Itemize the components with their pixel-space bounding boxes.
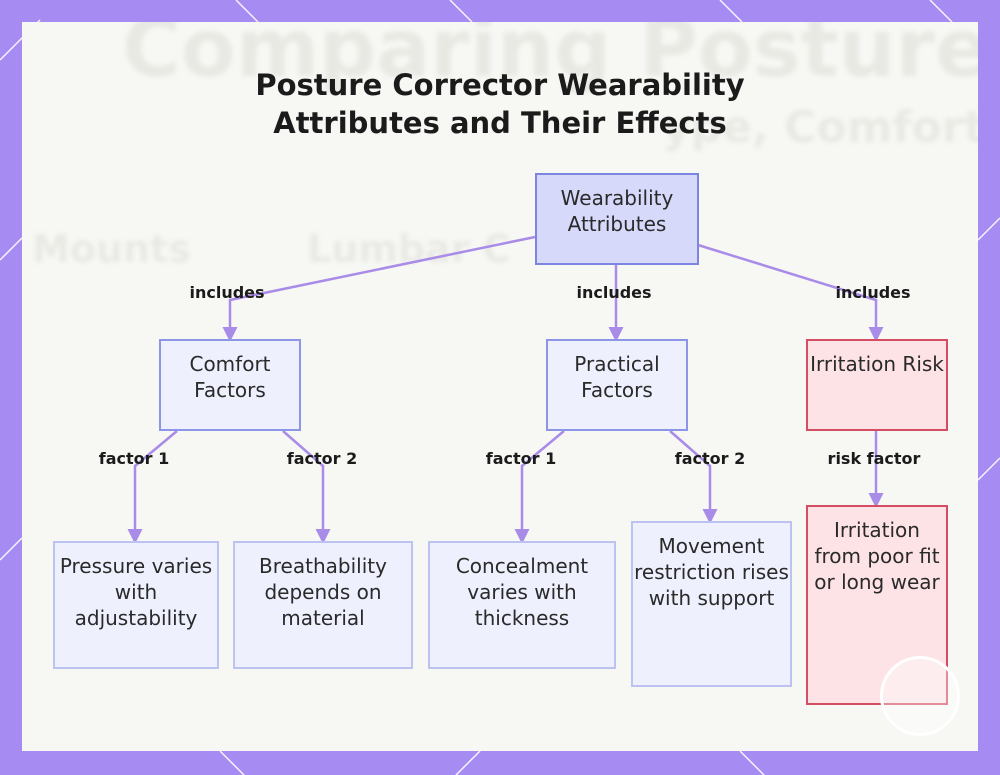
title-line-2: Attributes and Their Effects (273, 106, 727, 140)
node-movement-restriction: Movement restriction rises with support (631, 521, 792, 687)
edge-label-risk-factor: risk factor (827, 449, 921, 468)
background-headline: Comparing Posture S (122, 22, 978, 95)
node-wearability-attributes: Wearability Attributes (535, 173, 699, 265)
edge-comfort-breathability (282, 430, 331, 544)
background-subline: ype, Comfort, (662, 102, 978, 153)
node-concealment: Concealment varies with thickness (428, 541, 616, 669)
edge-label-includes-irritation: includes (835, 283, 911, 302)
edge-label-practical-factor-1: factor 1 (485, 449, 557, 468)
edge-label-includes-practical: includes (576, 283, 652, 302)
watermark-logo-icon (880, 656, 960, 736)
edge-root-irritation (697, 243, 884, 342)
background-left-label: Mounts (32, 227, 191, 271)
edge-label-comfort-factor-2: factor 2 (286, 449, 358, 468)
edge-root-comfort (222, 235, 536, 342)
edge-label-practical-factor-2: factor 2 (674, 449, 746, 468)
node-comfort-factors: Comfort Factors (159, 339, 301, 431)
title-line-1: Posture Corrector Wearability (255, 68, 745, 102)
diagram-title: Posture Corrector Wearability Attributes… (0, 66, 1000, 142)
edge-practical-movement (669, 430, 718, 524)
node-breathability: Breathability depends on material (233, 541, 413, 669)
edge-label-comfort-factor-1: factor 1 (98, 449, 170, 468)
node-pressure: Pressure varies with adjustability (53, 541, 219, 669)
node-practical-factors: Practical Factors (546, 339, 688, 431)
edge-comfort-pressure (127, 430, 178, 544)
edge-label-includes-comfort: includes (189, 283, 265, 302)
edge-practical-concealment (514, 430, 565, 544)
node-irritation-risk: Irritation Risk (806, 339, 948, 431)
